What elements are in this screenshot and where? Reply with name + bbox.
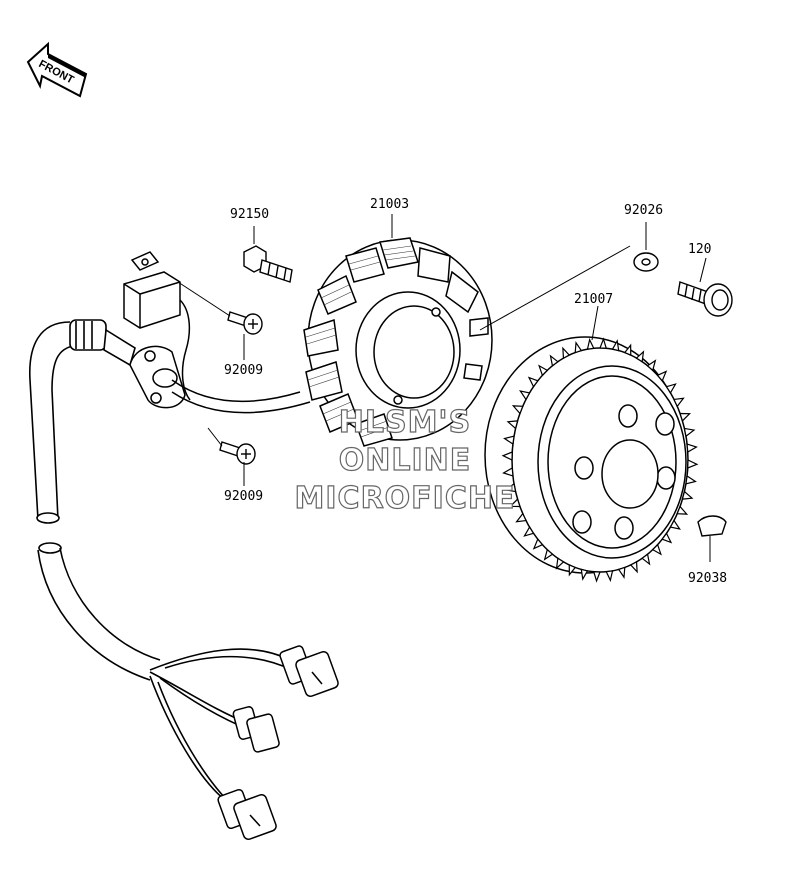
gear-tooth	[568, 564, 577, 577]
connector-lower	[217, 788, 277, 841]
stator-lead-wire	[171, 379, 311, 414]
gear-tooth	[502, 467, 514, 477]
key-92038-icon	[697, 515, 727, 537]
gear-tooth	[681, 490, 694, 500]
gear-tooth	[515, 512, 527, 523]
watermark-line-1: HLSM'S	[339, 405, 471, 440]
screw-92009-upper-icon	[227, 311, 263, 335]
pickup-sensor	[123, 251, 191, 401]
gear-tooth	[527, 376, 539, 388]
gear-tooth	[592, 571, 601, 583]
washer-92026-icon	[633, 252, 659, 272]
leader-lines	[177, 214, 711, 562]
gear-tooth	[506, 420, 519, 430]
gear-tooth	[504, 482, 517, 493]
gear-tooth	[665, 383, 677, 395]
bolt-92150-icon	[243, 245, 293, 283]
connector-upper	[279, 645, 339, 698]
gear-tooth	[605, 570, 614, 583]
gear-tooth	[679, 412, 692, 422]
gear-tooth	[523, 525, 535, 537]
gear-tooth	[532, 538, 544, 550]
gear-tooth	[549, 354, 559, 367]
gear-tooth	[555, 557, 565, 570]
connector-middle	[232, 706, 280, 753]
gear-tooth	[511, 405, 524, 415]
part-label-120: 120	[688, 242, 711, 257]
gear-tooth	[651, 543, 662, 556]
gear-tooth	[661, 532, 673, 544]
gear-tooth	[646, 359, 657, 372]
gear-tooth	[586, 337, 595, 350]
gear-tooth	[673, 397, 685, 408]
watermark-line-2: ONLINE	[339, 443, 472, 478]
flywheel-21007	[484, 336, 699, 583]
gear-tooth	[508, 498, 521, 508]
gear-tooth	[676, 505, 689, 515]
gear-tooth	[669, 519, 681, 530]
front-arrow-icon: FRONT	[26, 41, 88, 98]
gear-tooth	[562, 346, 571, 360]
part-label-92026: 92026	[624, 203, 663, 218]
watermark: HLSM'S ONLINE MICROFICHE	[294, 404, 516, 516]
gear-tooth	[685, 474, 697, 485]
part-label-92009-lower: 92009	[224, 489, 263, 504]
screw-92009-lower-icon	[219, 441, 256, 465]
gear-tooth	[635, 350, 645, 363]
wire-grommet-plate	[129, 345, 186, 409]
gear-tooth	[501, 451, 513, 461]
gear-tooth	[503, 435, 515, 446]
gear-tooth	[687, 459, 699, 469]
watermark-line-3: MICROFICHE	[295, 481, 516, 516]
gear-tooth	[580, 568, 589, 581]
bolt-120-icon	[677, 281, 733, 317]
gear-tooth	[623, 343, 632, 356]
part-label-21007: 21007	[574, 292, 613, 307]
part-label-92150: 92150	[230, 207, 269, 222]
gear-tooth	[683, 427, 696, 438]
gear-tooth	[629, 560, 638, 574]
part-label-92009-upper: 92009	[224, 363, 263, 378]
gear-tooth	[519, 390, 531, 401]
part-label-92038: 92038	[688, 571, 727, 586]
gear-tooth	[543, 548, 554, 561]
gear-tooth	[641, 553, 651, 566]
gear-tooth	[599, 337, 608, 349]
gear-tooth	[574, 341, 583, 354]
gear-tooth	[617, 566, 626, 579]
gear-tooth	[611, 339, 620, 352]
gear-tooth	[686, 443, 698, 453]
gear-tooth	[538, 364, 549, 377]
gear-tooth	[656, 370, 668, 382]
stator-21003	[303, 237, 493, 447]
part-label-21003: 21003	[370, 197, 409, 212]
